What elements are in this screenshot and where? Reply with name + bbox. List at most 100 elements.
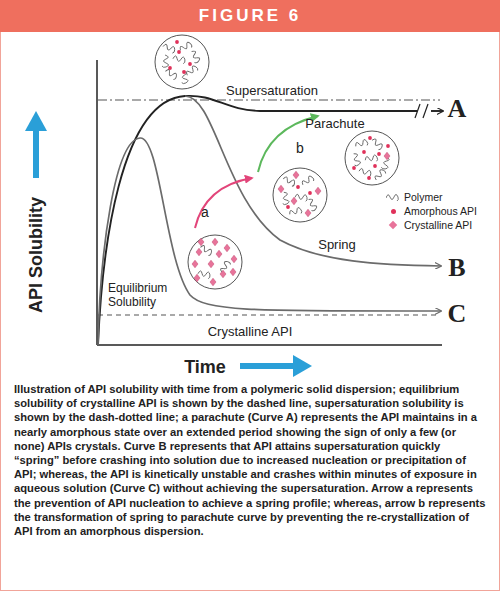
crystal-diamond [224,244,230,252]
polymer-coil [281,192,290,205]
amorphous-swatch [391,209,396,214]
nucleation-arrow [195,178,252,228]
amorphous-dot [373,164,377,168]
curve-name: Parachute [305,117,364,130]
circle-outline [188,235,242,289]
axis-title: API Solubility [27,197,45,313]
polymer-coil [301,175,315,187]
amorphous-dot [377,152,381,156]
amorphous-dot [177,50,181,54]
level-label: Crystalline API [208,325,293,338]
polymer-coil [289,207,303,217]
circle-outline [155,35,209,89]
crystal-swatch [389,221,397,229]
axis-title: Time [184,358,226,376]
polymer-coil [164,68,178,80]
crystal-diamond [210,278,216,286]
arrow-label: b [296,141,304,155]
amorphous-dot [352,166,356,170]
arrow-head [293,355,312,377]
crystal-diamond [192,260,198,268]
polymer-coil [185,65,199,78]
equilibrium-line [98,314,440,315]
crystal-diamond [315,187,321,195]
amorphous-dot [175,40,179,44]
crystal-diamond [196,248,202,256]
amorphous-dot [296,185,300,189]
polymer-coil [179,41,193,53]
crystal-diamond [198,238,204,246]
legend-row: Crystalline API [386,218,477,232]
dispersion-circle [273,168,327,222]
curve-letter: B [448,255,465,281]
polymer-coil [189,50,201,64]
level-label: Equilibrium Solubility [108,281,188,309]
polymer-coil [358,168,372,177]
polymer-coil [172,55,185,64]
figure-title: FIGURE 6 [199,6,301,25]
arrow-shaft [33,128,39,178]
legend-text: Polymer [404,191,443,203]
polymer-coil [162,43,176,53]
dispersion-circle [188,235,242,289]
polymer-coil [355,139,369,149]
arrow-shaft [240,363,295,369]
dispersion-circle [155,35,209,89]
polymer-coil [386,195,398,202]
curve-letter: C [448,301,467,327]
polymer-coil [162,55,169,67]
crystal-diamond [278,185,284,193]
figure-caption: Illustration of API solubility with time… [14,382,486,538]
legend-sample [386,205,400,217]
polymer-coil [365,155,378,164]
axis-break [423,104,428,118]
level-label: Supersaturation [226,84,318,97]
crystal-diamond [220,270,226,278]
y-axis [96,60,98,345]
polymer-coil [351,153,361,167]
circle-outline [273,168,327,222]
amorphous-dot [362,150,366,154]
amorphous-dot [188,62,192,66]
polymer-coil [180,71,189,84]
crystal-diamond [230,268,236,276]
amorphous-dot [286,205,290,209]
arrow-head [25,111,47,131]
legend: PolymerAmorphous APICrystalline API [386,190,477,232]
crystal-diamond [305,209,311,217]
legend-row: Amorphous API [386,204,477,218]
axis-break [415,104,420,118]
dispersion-circle [345,131,399,185]
crystal-diamond [216,250,222,258]
legend-row: Polymer [386,190,477,204]
crystal-diamond [212,238,218,246]
crystal-diamond [291,197,297,205]
polymer-coil [374,168,387,182]
curve-name: Spring [318,238,356,251]
legend-sample [386,191,400,203]
legend-sample [386,219,400,231]
x-axis [97,344,442,346]
amorphous-dot [308,191,312,195]
crystal-diamond [231,255,237,263]
amorphous-dot [367,176,371,180]
axis-arrow [25,111,47,178]
polymer-swatch [386,191,400,203]
amorphous-dot [386,144,390,148]
parachute-curve [431,110,443,112]
amorphous-dot [168,66,172,70]
legend-text: Crystalline API [404,219,472,231]
caption-block: Illustration of API solubility with time… [14,382,486,538]
crystal-diamond [384,152,390,160]
crystal-diamond [194,274,200,282]
amorphous-dot [182,70,186,74]
figure-header: FIGURE 6 [0,0,500,32]
circle-outline [345,131,399,185]
crystal-diamond [293,171,299,179]
curve-letter: A [448,96,467,122]
amorphous-dot [368,136,372,140]
axis-arrow [240,355,312,377]
parachute-curve [98,96,417,345]
